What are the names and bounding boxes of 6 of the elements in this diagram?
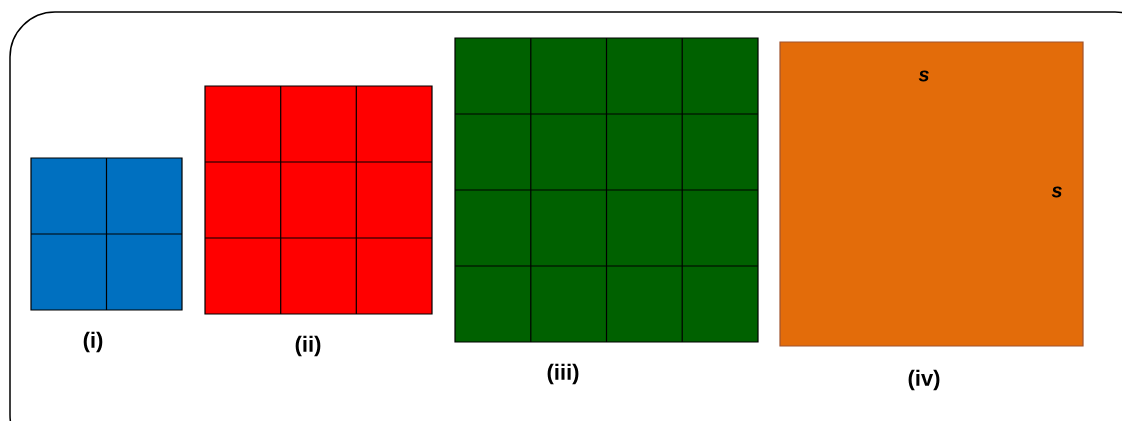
node-label: (iv) <box>908 369 940 391</box>
side-label: s <box>1051 186 1062 198</box>
node-label: (iii) <box>547 363 579 385</box>
side-label: s <box>918 70 929 82</box>
node-label: (i) <box>83 331 103 353</box>
node-label: (ii) <box>295 335 321 357</box>
